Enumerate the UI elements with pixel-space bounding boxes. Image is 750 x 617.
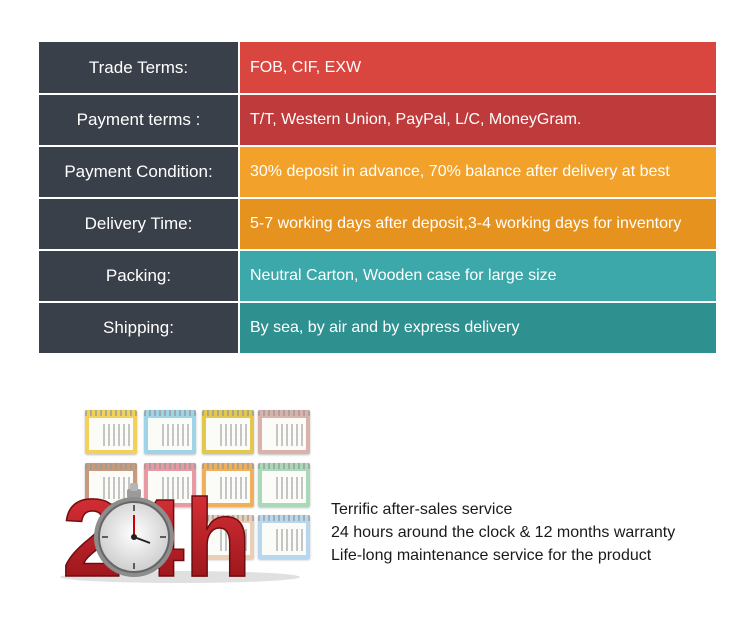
terms-label: Delivery Time: (39, 198, 238, 250)
stopwatch-icon (94, 483, 174, 577)
calendar-icon (144, 463, 196, 507)
service-description: Terrific after-sales service 24 hours ar… (331, 498, 675, 567)
calendar-icon (202, 463, 254, 507)
terms-row-packing: Packing: Neutral Carton, Wooden case for… (39, 250, 716, 302)
terms-label: Payment terms : (39, 94, 238, 146)
terms-value: By sea, by air and by express delivery (240, 302, 716, 354)
calendar-icon (258, 410, 310, 454)
service-line: 24 hours around the clock & 12 months wa… (331, 524, 676, 541)
terms-label: Trade Terms: (39, 42, 238, 94)
terms-value: 5-7 working days after deposit,3-4 worki… (240, 198, 716, 250)
calendar-icon (258, 515, 310, 559)
terms-value: Neutral Carton, Wooden case for large si… (240, 250, 716, 302)
calendar-icon (144, 410, 196, 454)
terms-row-payment-terms: Payment terms : T/T, Western Union, PayP… (39, 94, 716, 146)
calendar-icon (258, 463, 310, 507)
terms-row-delivery-time: Delivery Time: 5-7 working days after de… (39, 198, 716, 250)
terms-label: Payment Condition: (39, 146, 238, 198)
24h-logo-icon: 24h (60, 476, 300, 583)
service-line: Terrific after-sales service (331, 501, 513, 518)
terms-value: FOB, CIF, EXW (240, 42, 716, 94)
terms-row-trade: Trade Terms: FOB, CIF, EXW (39, 42, 716, 94)
calendar-icon (202, 515, 254, 559)
terms-row-payment-condition: Payment Condition: 30% deposit in advanc… (39, 146, 716, 198)
service-line: Life-long maintenance service for the pr… (331, 547, 652, 564)
terms-value: 30% deposit in advance, 70% balance afte… (240, 146, 716, 198)
24h-service-graphic: 24h (60, 405, 340, 590)
calendar-icon (85, 463, 137, 507)
terms-row-shipping: Shipping: By sea, by air and by express … (39, 302, 716, 354)
calendar-icon (85, 410, 137, 454)
calendar-icon (202, 410, 254, 454)
terms-label: Shipping: (39, 302, 238, 354)
terms-label: Packing: (39, 250, 238, 302)
terms-value: T/T, Western Union, PayPal, L/C, MoneyGr… (240, 94, 716, 146)
terms-table: Trade Terms: FOB, CIF, EXW Payment terms… (39, 42, 716, 354)
